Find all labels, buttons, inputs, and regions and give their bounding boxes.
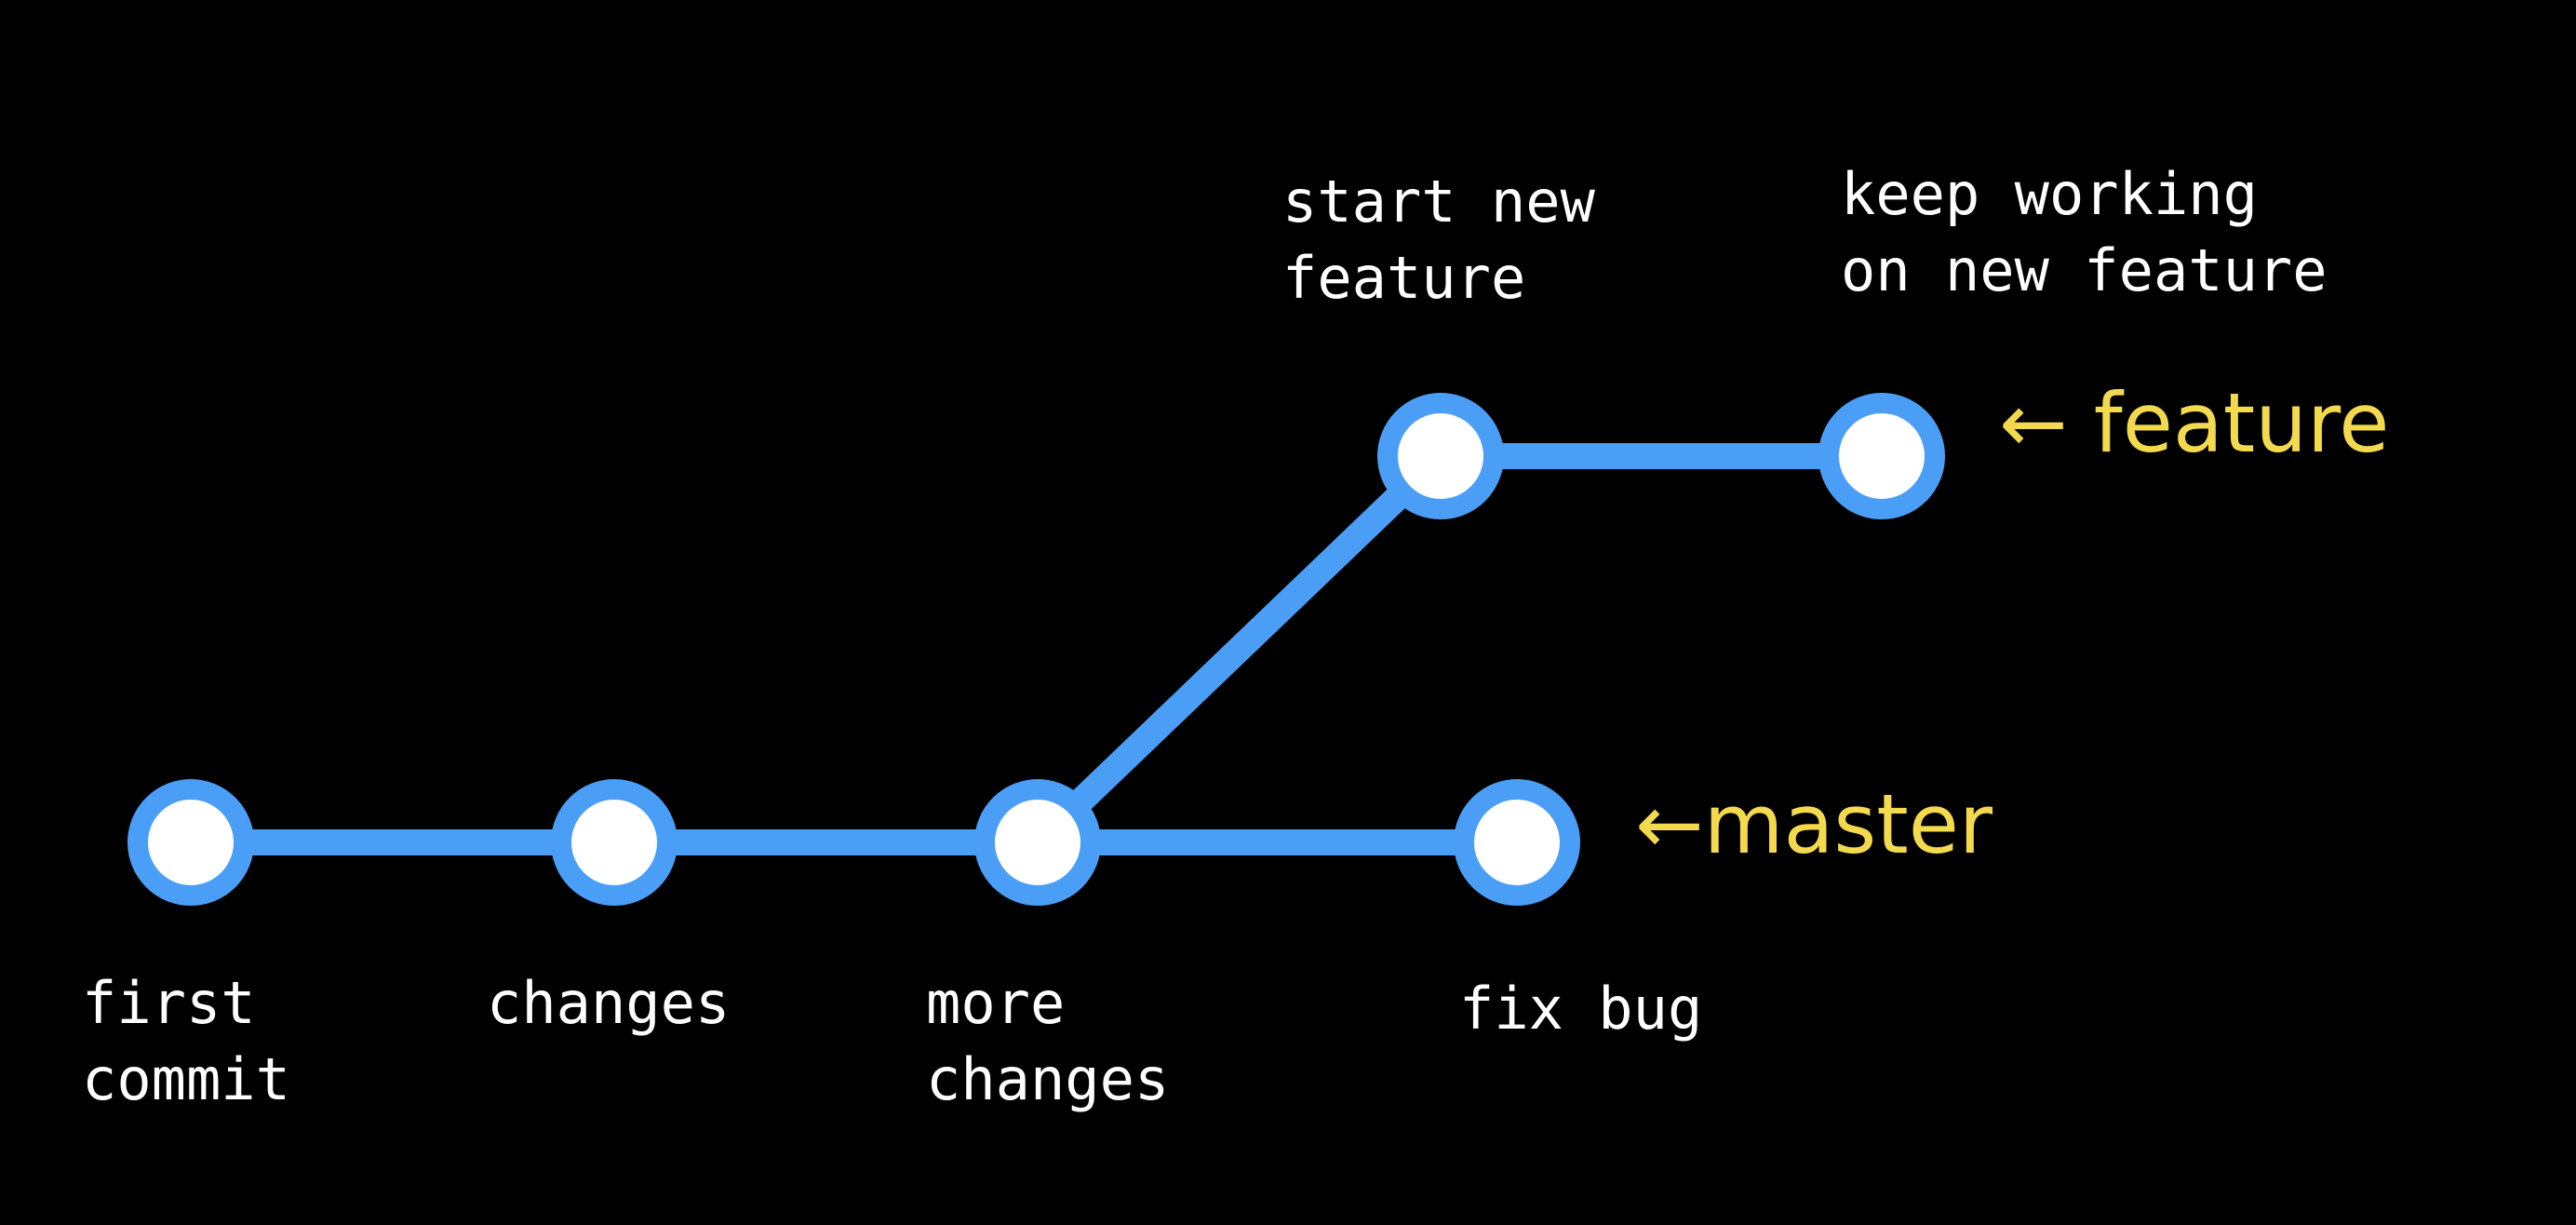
commit-label-keep-working: keep working on new feature — [1841, 156, 2328, 309]
edge-more-changes-to-start-new-feature — [1028, 446, 1450, 853]
commit-node-changes[interactable] — [551, 779, 678, 906]
commit-node-first-commit[interactable] — [127, 779, 254, 906]
branch-pointer-feature[interactable]: ← feature — [1999, 375, 2390, 471]
commit-label-first-commit-line1: first — [82, 969, 256, 1037]
commit-node-fix-bug[interactable] — [1454, 779, 1580, 906]
edge-group — [191, 443, 1882, 855]
commit-label-start-new-feature-line1: start new — [1282, 168, 1595, 236]
commit-label-changes: changes — [487, 965, 730, 1042]
commit-label-start-new-feature-line2: feature — [1282, 244, 1526, 312]
commit-node-group — [127, 393, 1945, 906]
commit-label-more-changes: more changes — [926, 965, 1169, 1118]
commit-label-start-new-feature: start new feature — [1282, 164, 1595, 316]
commit-node-more-changes[interactable] — [974, 779, 1101, 906]
commit-node-keep-working[interactable] — [1818, 393, 1945, 519]
commit-node-start-new-feature[interactable] — [1377, 393, 1504, 519]
commit-label-more-changes-line1: more — [926, 969, 1066, 1037]
commit-label-fix-bug-line1: fix bug — [1459, 975, 1703, 1043]
commit-label-changes-line1: changes — [487, 969, 731, 1037]
commit-label-first-commit: first commit — [82, 965, 290, 1118]
commit-label-keep-working-line2: on new feature — [1841, 236, 2328, 304]
commit-label-keep-working-line1: keep working — [1841, 160, 2258, 228]
commit-label-more-changes-line2: changes — [926, 1045, 1170, 1113]
commit-label-first-commit-line2: commit — [82, 1045, 290, 1113]
branch-pointer-master[interactable]: ←master — [1635, 776, 1993, 872]
commit-label-fix-bug: fix bug — [1459, 971, 1702, 1047]
